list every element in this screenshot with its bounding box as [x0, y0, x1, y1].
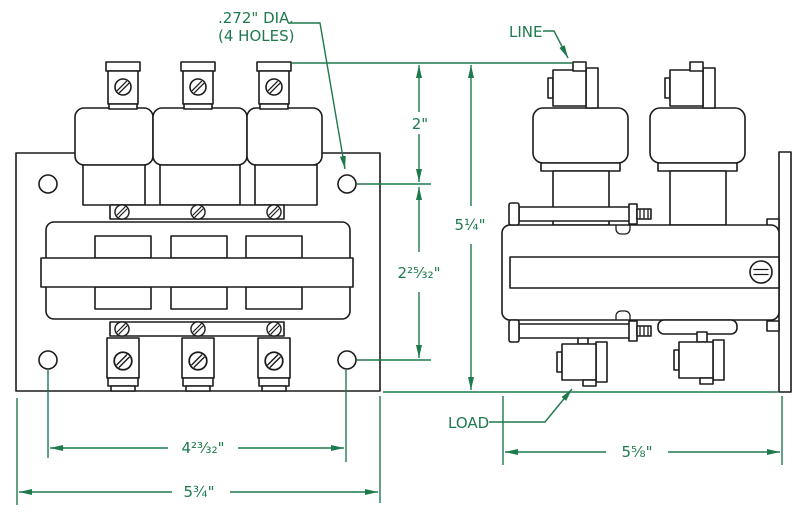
hole-note-line2: (4 HOLES)	[218, 27, 294, 45]
load-terminal-1	[556, 341, 608, 387]
side-view	[501, 61, 792, 393]
dimension-labels: .272" DIA. (4 HOLES) LINE LOAD 2" 2²⁵⁄₃₂…	[181, 9, 652, 501]
mounting-hole-top-right	[337, 174, 357, 194]
top-terminal-2	[180, 61, 216, 110]
terminal-screw-icon	[189, 78, 207, 96]
terminal-screw-icon	[264, 351, 284, 371]
bottom-terminal-1	[106, 337, 140, 392]
dim-hole-to-hole-vertical: 2²⁵⁄₃₂"	[397, 264, 440, 282]
terminal-screw-icon	[113, 351, 133, 371]
line-terminal-1	[547, 61, 599, 109]
mounting-hole-top-left	[38, 174, 58, 194]
dim-overall-width: 5¾"	[184, 483, 215, 501]
through-bolt-upper	[508, 202, 652, 226]
dim-side-depth: 5⅝"	[622, 443, 653, 461]
core-body-front	[40, 221, 354, 320]
mounting-hole-bottom-left	[38, 350, 58, 370]
load-label: LOAD	[448, 414, 489, 432]
bobbin-row	[74, 107, 323, 206]
mounting-holes	[38, 174, 357, 370]
mounting-hole-bottom-right	[337, 350, 357, 370]
line-label: LINE	[509, 23, 542, 41]
core-band-side	[509, 256, 780, 289]
core-body-side	[501, 224, 780, 321]
mounting-plate-side	[778, 151, 792, 393]
load-terminal-2	[673, 339, 725, 385]
line-leader	[543, 30, 569, 59]
terminal-screw-icon	[188, 351, 208, 371]
load-leader	[489, 388, 573, 423]
dim-top-to-hole: 2"	[412, 115, 428, 133]
through-bolt-lower	[508, 319, 652, 343]
upper-screw-bar	[109, 204, 285, 220]
terminal-screw-icon	[114, 78, 132, 96]
top-terminal-3	[256, 61, 292, 110]
core-band-front	[40, 257, 354, 288]
bottom-terminals-front	[106, 337, 291, 392]
front-view	[15, 61, 381, 392]
core-screw-icon	[749, 260, 773, 284]
bottom-terminal-3	[257, 337, 291, 392]
bobbin-side-2	[649, 107, 746, 226]
hole-note-line1: .272" DIA.	[218, 9, 294, 27]
bottom-terminal-2	[181, 337, 215, 392]
top-terminals-front	[105, 61, 292, 110]
hole-note-leader	[288, 22, 346, 170]
lower-screw-bar	[109, 321, 285, 337]
dim-overall-height: 5¼"	[455, 216, 486, 234]
top-terminal-1	[105, 61, 141, 110]
terminal-screw-icon	[265, 78, 283, 96]
line-terminal-2	[664, 61, 716, 109]
dimension-lines	[16, 22, 783, 505]
dim-hole-to-hole-horizontal: 4²³⁄₃₂"	[181, 439, 224, 457]
